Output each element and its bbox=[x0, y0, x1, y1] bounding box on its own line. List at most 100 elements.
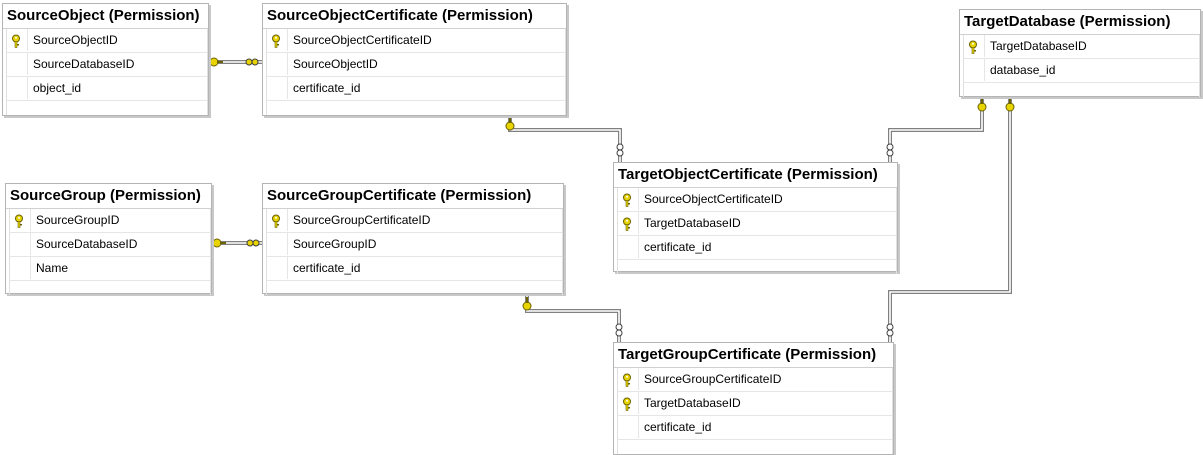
column-grid: TargetDatabaseID database_id bbox=[963, 35, 1200, 97]
column-row[interactable]: object_id bbox=[7, 77, 207, 101]
column-row[interactable]: SourceGroupID bbox=[267, 233, 562, 257]
relationship-source-object-certificate-to-target-object-certificate[interactable] bbox=[505, 116, 624, 162]
column-row[interactable]: database_id bbox=[964, 59, 1199, 83]
column-row[interactable]: SourceDatabaseID bbox=[10, 233, 210, 257]
column-row[interactable]: SourceDatabaseID bbox=[7, 53, 207, 77]
row-selector[interactable] bbox=[964, 59, 985, 81]
empty-row[interactable] bbox=[10, 281, 210, 295]
row-selector[interactable] bbox=[964, 35, 985, 57]
column-name: SourceGroupID bbox=[36, 213, 120, 227]
column-grid: SourceObjectCertificateID TargetDatabaseI… bbox=[617, 188, 897, 274]
relationship-target-database-to-target-group-certificate[interactable] bbox=[886, 97, 1015, 342]
column-name: SourceObjectCertificateID bbox=[293, 33, 432, 47]
row-selector[interactable] bbox=[618, 368, 639, 390]
row-selector[interactable] bbox=[618, 188, 639, 210]
column-row[interactable]: SourceObjectID bbox=[267, 53, 565, 77]
table-title: SourceObjectCertificate (Permission) bbox=[263, 4, 566, 29]
column-row[interactable]: certificate_id bbox=[267, 77, 565, 101]
row-selector[interactable] bbox=[267, 257, 288, 279]
empty-row[interactable] bbox=[964, 83, 1199, 97]
table-title: TargetObjectCertificate (Permission) bbox=[614, 163, 897, 188]
primary-key-icon bbox=[622, 397, 634, 411]
column-name: TargetDatabaseID bbox=[990, 39, 1087, 53]
row-selector[interactable] bbox=[7, 77, 28, 99]
row-selector[interactable] bbox=[618, 392, 639, 414]
column-name: SourceObjectID bbox=[293, 57, 378, 71]
table-title: TargetDatabase (Permission) bbox=[960, 10, 1200, 35]
table-source-object-certificate[interactable]: SourceObjectCertificate (Permission) Sour… bbox=[262, 3, 567, 116]
table-target-group-certificate[interactable]: TargetGroupCertificate (Permission) Sourc… bbox=[613, 342, 894, 455]
column-row[interactable]: SourceGroupCertificateID bbox=[618, 368, 892, 392]
column-name: certificate_id bbox=[293, 81, 361, 95]
column-row[interactable]: SourceObjectCertificateID bbox=[618, 188, 896, 212]
key-end-icon bbox=[977, 98, 987, 112]
column-name: database_id bbox=[990, 63, 1056, 77]
column-row[interactable]: certificate_id bbox=[618, 416, 892, 440]
row-selector[interactable] bbox=[618, 416, 639, 438]
primary-key-icon bbox=[622, 373, 634, 387]
column-row[interactable]: certificate_id bbox=[267, 257, 562, 281]
empty-row[interactable] bbox=[267, 281, 562, 295]
column-name: Name bbox=[36, 261, 69, 275]
row-selector[interactable] bbox=[10, 209, 31, 231]
column-row[interactable]: SourceGroupID bbox=[10, 209, 210, 233]
key-end-icon bbox=[212, 238, 226, 248]
empty-row[interactable] bbox=[267, 101, 565, 115]
table-target-database[interactable]: TargetDatabase (Permission)TargetDatabas… bbox=[959, 9, 1201, 97]
infinity-end-icon bbox=[616, 143, 624, 157]
table-title: TargetGroupCertificate (Permission) bbox=[614, 343, 893, 368]
column-name: SourceObjectID bbox=[33, 33, 118, 47]
row-selector[interactable] bbox=[267, 233, 288, 255]
relationship-source-group-certificate-to-target-group-certificate[interactable] bbox=[522, 294, 623, 342]
empty-row[interactable] bbox=[7, 101, 207, 115]
column-name: certificate_id bbox=[644, 240, 712, 254]
column-row[interactable]: TargetDatabaseID bbox=[618, 212, 896, 236]
column-row[interactable]: certificate_id bbox=[618, 236, 896, 260]
column-name: SourceGroupCertificateID bbox=[644, 372, 782, 386]
infinity-end-icon bbox=[245, 58, 259, 66]
row-selector[interactable] bbox=[7, 53, 28, 75]
column-grid: SourceGroupCertificateID SourceGroupID cer… bbox=[266, 209, 563, 295]
key-end-icon bbox=[522, 297, 532, 311]
column-name: SourceGroupID bbox=[293, 237, 377, 251]
column-grid: SourceGroupID SourceDatabaseID Name bbox=[9, 209, 211, 295]
column-row[interactable]: SourceGroupCertificateID bbox=[267, 209, 562, 233]
key-end-icon bbox=[1005, 98, 1015, 112]
relationship-source-group-to-source-group-certificate[interactable] bbox=[212, 238, 262, 248]
empty-row[interactable] bbox=[618, 260, 896, 274]
infinity-end-icon bbox=[886, 323, 894, 337]
row-selector[interactable] bbox=[267, 77, 288, 99]
column-name: TargetDatabaseID bbox=[644, 216, 741, 230]
key-end-icon bbox=[209, 57, 223, 67]
row-selector[interactable] bbox=[267, 209, 288, 231]
row-selector[interactable] bbox=[10, 257, 31, 279]
column-name: TargetDatabaseID bbox=[644, 396, 741, 410]
row-selector[interactable] bbox=[10, 233, 31, 255]
column-row[interactable]: SourceObjectID bbox=[7, 29, 207, 53]
row-selector[interactable] bbox=[7, 29, 28, 51]
relationship-target-database-to-target-object-certificate[interactable] bbox=[886, 97, 987, 162]
column-name: SourceGroupCertificateID bbox=[293, 213, 431, 227]
column-row[interactable]: Name bbox=[10, 257, 210, 281]
column-name: SourceObjectCertificateID bbox=[644, 192, 783, 206]
table-target-object-certificate[interactable]: TargetObjectCertificate (Permission)Sour… bbox=[613, 162, 898, 274]
empty-row[interactable] bbox=[618, 440, 892, 454]
column-row[interactable]: SourceObjectCertificateID bbox=[267, 29, 565, 53]
row-selector[interactable] bbox=[267, 53, 288, 75]
infinity-end-icon bbox=[246, 239, 260, 247]
table-source-group-certificate[interactable]: SourceGroupCertificate (Permission)Sourc… bbox=[262, 183, 564, 295]
column-row[interactable]: TargetDatabaseID bbox=[618, 392, 892, 416]
row-selector[interactable] bbox=[618, 236, 639, 258]
row-selector[interactable] bbox=[267, 29, 288, 51]
primary-key-icon bbox=[622, 193, 634, 207]
relationship-source-object-to-source-object-certificate[interactable] bbox=[209, 57, 262, 67]
row-selector[interactable] bbox=[618, 212, 639, 234]
table-title: SourceGroup (Permission) bbox=[6, 184, 211, 209]
infinity-end-icon bbox=[886, 143, 894, 157]
infinity-end-icon bbox=[615, 323, 623, 337]
column-row[interactable]: TargetDatabaseID bbox=[964, 35, 1199, 59]
